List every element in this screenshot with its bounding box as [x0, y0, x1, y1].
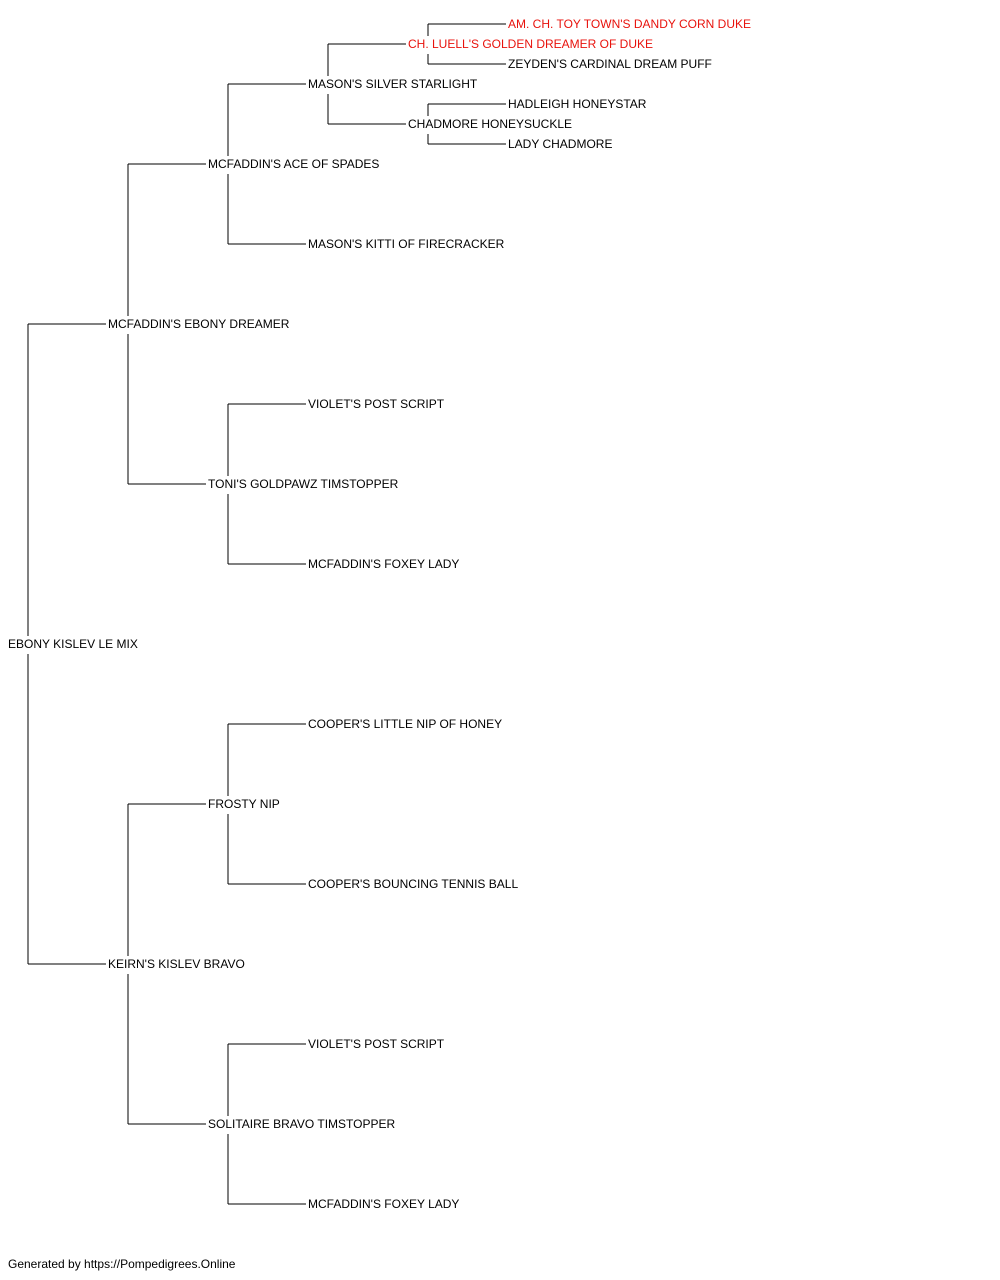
- dog-name-gen2: SOLITAIRE BRAVO TIMSTOPPER: [208, 1117, 395, 1131]
- dog-name-gen1: MCFADDIN'S EBONY DREAMER: [108, 317, 290, 331]
- dog-name-gen5: AM. CH. TOY TOWN'S DANDY CORN DUKE: [508, 17, 751, 31]
- dog-name-gen0: EBONY KISLEV LE MIX: [8, 637, 138, 651]
- dog-name-gen3: VIOLET'S POST SCRIPT: [308, 1037, 445, 1051]
- dog-name-gen3: MASON'S KITTI OF FIRECRACKER: [308, 237, 505, 251]
- dog-name-gen4: CH. LUELL'S GOLDEN DREAMER OF DUKE: [408, 37, 653, 51]
- dog-name-gen3: MASON'S SILVER STARLIGHT: [308, 77, 478, 91]
- dog-name-gen2: MCFADDIN'S ACE OF SPADES: [208, 157, 379, 171]
- dog-name-gen3: COOPER'S LITTLE NIP OF HONEY: [308, 717, 502, 731]
- dog-name-gen3: VIOLET'S POST SCRIPT: [308, 397, 445, 411]
- dog-name-gen5: ZEYDEN'S CARDINAL DREAM PUFF: [508, 57, 712, 71]
- dog-name-gen1: KEIRN'S KISLEV BRAVO: [108, 957, 245, 971]
- dog-name-gen2: TONI'S GOLDPAWZ TIMSTOPPER: [208, 477, 399, 491]
- dog-name-gen3: COOPER'S BOUNCING TENNIS BALL: [308, 877, 518, 891]
- dog-name-gen2: FROSTY NIP: [208, 797, 280, 811]
- dog-name-gen5: HADLEIGH HONEYSTAR: [508, 97, 647, 111]
- dog-name-gen4: CHADMORE HONEYSUCKLE: [408, 117, 572, 131]
- dog-name-gen3: MCFADDIN'S FOXEY LADY: [308, 557, 459, 571]
- dog-name-gen3: MCFADDIN'S FOXEY LADY: [308, 1197, 459, 1211]
- dog-name-gen5: LADY CHADMORE: [508, 137, 612, 151]
- footer-credit: Generated by https://Pompedigrees.Online: [8, 1257, 236, 1271]
